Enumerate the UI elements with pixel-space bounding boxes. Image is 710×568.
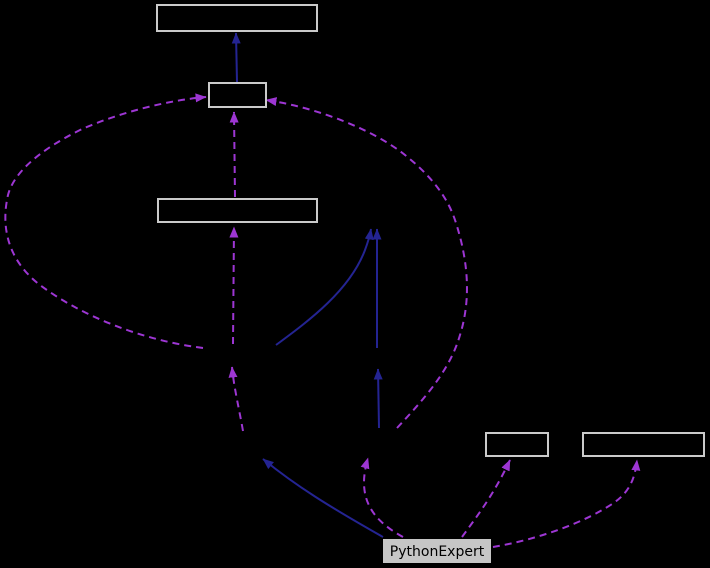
node-right-small-box[interactable] [485,432,549,457]
edge-inherit-upper-to-top [231,32,241,83]
edge-usage-expert-to-right-wide [492,459,641,548]
node-right-small[interactable] [485,432,549,457]
edge-usage-expert-to-right-small [461,459,511,538]
node-top-wide[interactable] [156,4,318,32]
edge-usage-lowerhidden-to-hidden [228,366,244,432]
edge-inherit-expert-to-hidden [262,458,384,538]
node-top-wide-box[interactable] [156,4,318,32]
edge-usage-hidden-to-middle [229,226,239,345]
edge-inherit-curve-to-hidden-mid [275,228,374,346]
edge-usage-left-arc-to-upper [4,93,207,349]
node-upper-small[interactable] [208,82,267,108]
edge-inherit-vert-lower [373,368,383,429]
edge-usage-middle-to-upper [229,111,239,198]
node-pythonexpert-label: PythonExpert [390,544,485,560]
node-pythonexpert-box[interactable] [382,538,492,564]
node-upper-small-box[interactable] [208,82,267,108]
edge-usage-right-arc-to-upper [265,97,468,429]
node-right-wide-box[interactable] [582,432,705,457]
node-middle-wide-box[interactable] [157,198,318,223]
node-right-wide[interactable] [582,432,705,457]
node-pythonexpert[interactable]: PythonExpert [382,538,492,564]
node-middle-wide[interactable] [157,198,318,223]
